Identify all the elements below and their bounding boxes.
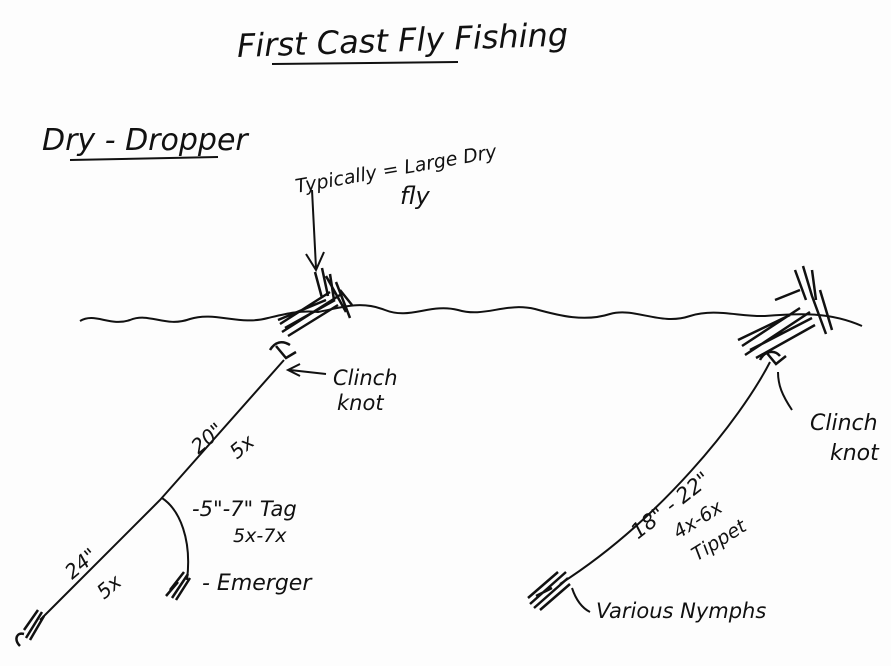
lower-tippet-label: 5x — [92, 569, 126, 603]
nymph-fly-icon — [527, 571, 571, 611]
section-underline — [69, 156, 219, 161]
right-knot-line2: knot — [830, 441, 880, 466]
dry-fly-note-line2: fly — [400, 182, 431, 210]
upper-tippet-label: 5x — [225, 429, 259, 463]
section-title: Dry - Dropper — [42, 123, 249, 158]
emerger-label: - Emerger — [202, 571, 313, 596]
tag-line — [161, 497, 190, 581]
emerger-fly-icon — [165, 571, 192, 601]
left-knot-arrow — [285, 363, 327, 377]
upper-length-label: 20" — [186, 418, 228, 459]
left-knot-line1: Clinch — [333, 366, 398, 390]
tag-length-label: -5"-7" Tag — [192, 497, 297, 521]
nymph-pointer — [571, 587, 591, 613]
right-knot-pointer — [777, 371, 793, 411]
right-dry-fly-icon — [737, 265, 834, 366]
tag-tippet-label: 5x-7x — [233, 525, 287, 547]
lower-length-label: 24" — [60, 543, 102, 584]
dry-fly-note-line1: Typically = Large Dry — [294, 141, 499, 198]
point-fly-icon — [15, 609, 46, 647]
title: First Cast Fly Fishing — [236, 15, 568, 65]
title-underline — [271, 61, 459, 65]
right-leader-line — [559, 361, 771, 585]
dry-fly-arrow — [305, 189, 325, 273]
left-leader-line — [39, 359, 285, 621]
right-knot-line1: Clinch — [810, 411, 878, 436]
water-surface — [79, 304, 863, 327]
left-knot-line2: knot — [337, 391, 384, 415]
nymph-label: Various Nymphs — [596, 599, 766, 623]
large-dry-fly-icon — [268, 267, 353, 360]
